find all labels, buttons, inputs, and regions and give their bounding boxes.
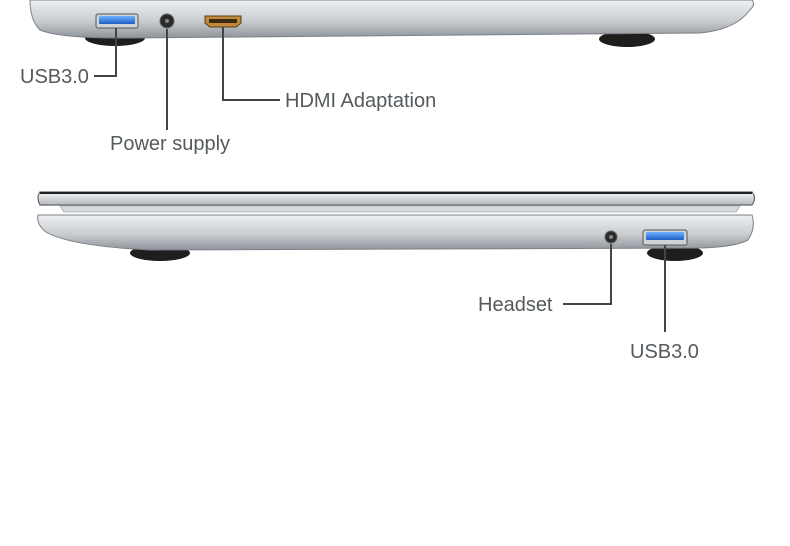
leader-line-hdmi [222, 27, 280, 101]
usb-port-tongue [99, 16, 135, 24]
label-headset: Headset [478, 294, 553, 316]
leader-line-top-usb [94, 28, 117, 77]
leader-lines [94, 27, 666, 332]
keyboard-gap [59, 205, 741, 213]
laptop-base-right [37, 214, 754, 251]
rubber-foot [599, 31, 655, 47]
power-jack-pin [165, 19, 169, 23]
usb-port-tongue [646, 232, 684, 240]
label-hdmi: HDMI Adaptation [285, 90, 437, 112]
laptop-base-left [29, 0, 755, 39]
laptop-lid [37, 191, 756, 206]
label-bottom-usb: USB3.0 [630, 341, 699, 363]
laptop-left-side [29, 0, 755, 47]
headset-jack-pin [609, 235, 613, 239]
label-top-usb: USB3.0 [20, 66, 89, 88]
hdmi-port-inner [209, 19, 237, 23]
laptop-right-side [37, 191, 756, 261]
leader-line-headset [563, 244, 612, 305]
label-power-supply: Power supply [110, 133, 231, 155]
rubber-foot [647, 245, 703, 261]
